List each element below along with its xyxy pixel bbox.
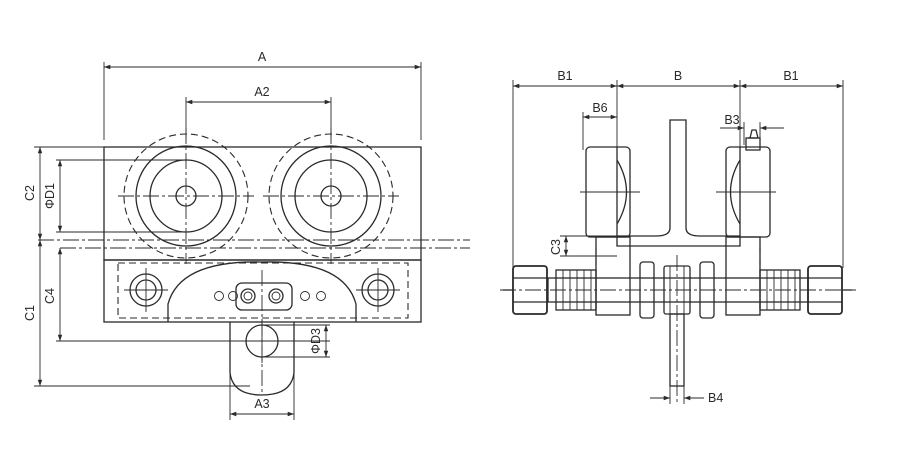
dimension-c3: C3 xyxy=(549,235,617,257)
side-view: B1 B B1 B6 B3 xyxy=(500,69,856,405)
dimension-b-chain: B1 B B1 xyxy=(512,69,844,268)
side-plate-right xyxy=(725,236,761,316)
label-d3: ΦD3 xyxy=(309,328,323,354)
left-nut xyxy=(503,265,548,315)
upper-plate xyxy=(103,146,422,261)
i-beam xyxy=(616,119,741,247)
label-c1: C1 xyxy=(23,305,37,321)
right-wheel xyxy=(263,128,399,264)
dimension-a3: A3 xyxy=(229,372,295,420)
label-a2: A2 xyxy=(254,85,269,99)
side-left-wheel xyxy=(580,146,640,238)
dimension-c4: C4 xyxy=(43,248,240,342)
right-nut xyxy=(807,265,852,315)
dimension-c2: C2 xyxy=(23,146,104,240)
label-a3: A3 xyxy=(254,397,269,411)
dimension-b3: B3 xyxy=(720,113,784,145)
label-b3: B3 xyxy=(724,113,739,127)
dimension-c1: C1 xyxy=(23,240,250,387)
dimension-a: A xyxy=(103,50,422,140)
cross-shaft xyxy=(500,261,856,319)
dimension-b4: B4 xyxy=(650,386,723,405)
label-c2: C2 xyxy=(23,185,37,201)
dimension-a2: A2 xyxy=(185,85,332,140)
side-plate-left xyxy=(595,236,631,316)
dimension-b6: B6 xyxy=(582,101,617,150)
arched-bracket xyxy=(167,261,357,322)
side-right-wheel xyxy=(716,129,776,238)
label-c3: C3 xyxy=(549,239,563,255)
side-plate xyxy=(103,259,422,323)
left-wheel xyxy=(118,128,254,264)
label-d1: ΦD1 xyxy=(43,183,57,209)
label-c4: C4 xyxy=(43,288,57,304)
left-bolt xyxy=(124,268,168,312)
right-bolt xyxy=(356,268,400,312)
label-b6: B6 xyxy=(592,101,607,115)
front-view: A A2 xyxy=(23,50,470,420)
dimension-d3: ΦD3 xyxy=(262,324,330,358)
label-b: B xyxy=(674,69,682,83)
label-b4: B4 xyxy=(708,391,723,405)
label-a: A xyxy=(258,50,267,64)
side-hanger xyxy=(669,255,685,405)
label-b1-right: B1 xyxy=(783,69,798,83)
label-b1-left: B1 xyxy=(557,69,572,83)
dimension-d1: ΦD1 xyxy=(43,159,186,233)
